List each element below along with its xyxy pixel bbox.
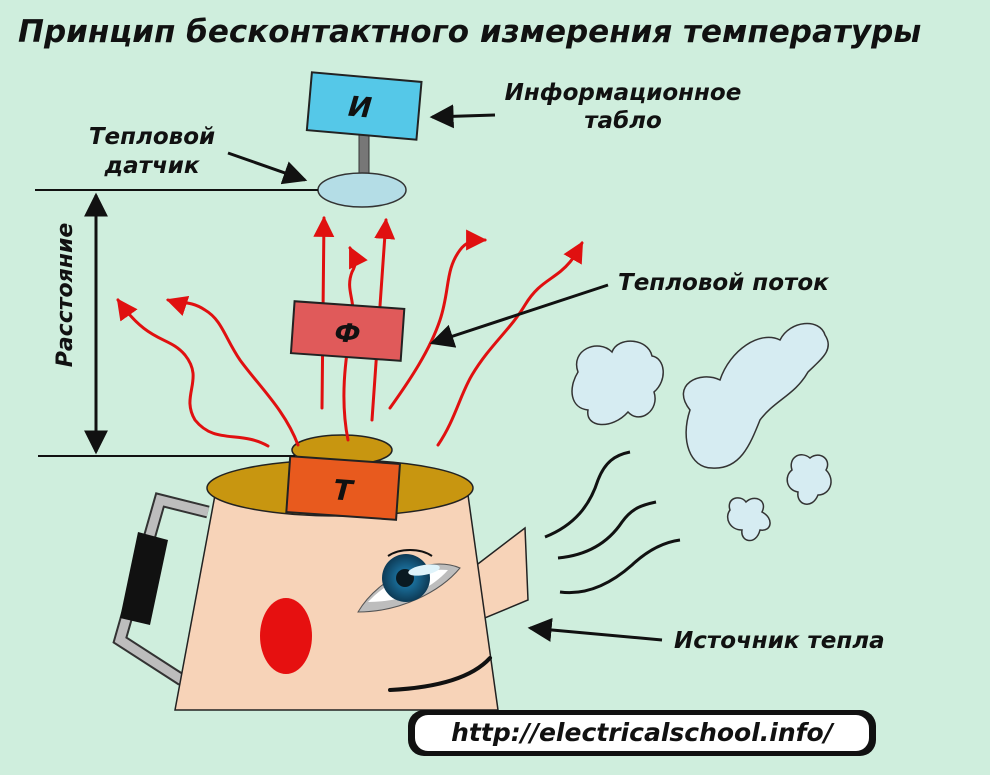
heat-arrow bbox=[388, 229, 488, 410]
cloud-3 bbox=[786, 454, 832, 505]
steam-clouds bbox=[571, 322, 832, 542]
display-label-line2: табло bbox=[584, 108, 662, 134]
url-banner: http://electricalschool.info/ bbox=[408, 710, 876, 756]
kettle-handle bbox=[112, 492, 210, 686]
kettle-body bbox=[174, 494, 499, 711]
cloud-2 bbox=[682, 322, 829, 469]
smell-lines bbox=[544, 450, 681, 595]
distance-label: Расстояние bbox=[53, 223, 78, 368]
thermo-box-label: Т bbox=[332, 473, 355, 507]
sensor-label-line2: датчик bbox=[104, 153, 201, 179]
filter-box-label: Ф bbox=[334, 318, 362, 350]
thermo-box: Т bbox=[285, 455, 402, 521]
cloud-4 bbox=[726, 497, 771, 542]
display-stand bbox=[358, 131, 370, 177]
heat-arrow bbox=[166, 296, 300, 447]
heat-flow-label: Тепловой поток bbox=[618, 270, 830, 296]
heat-arrow bbox=[436, 241, 584, 447]
source-pointer-arrow bbox=[527, 618, 663, 642]
display-pointer-arrow bbox=[429, 104, 496, 129]
heat-flow-pointer-arrow bbox=[429, 283, 609, 348]
url-text: http://electricalschool.info/ bbox=[451, 718, 835, 747]
heat-source-label: Источник тепла bbox=[674, 628, 885, 654]
display-box-label: И bbox=[347, 90, 373, 125]
kettle-cheek bbox=[260, 598, 312, 674]
display-box: И bbox=[305, 71, 423, 141]
sensor-label-line1: Тепловой bbox=[89, 124, 215, 150]
kettle-eye bbox=[357, 549, 461, 613]
thermal-sensor bbox=[317, 172, 407, 208]
heat-arrow bbox=[116, 298, 270, 448]
sensor-pointer-arrow bbox=[227, 151, 308, 185]
cloud-1 bbox=[571, 340, 664, 426]
kettle-mouth bbox=[388, 656, 492, 692]
diagram-title: Принцип бесконтактного измерения темпера… bbox=[18, 14, 921, 50]
display-label-line1: Информационное bbox=[505, 80, 742, 106]
filter-box: Ф bbox=[289, 300, 406, 362]
